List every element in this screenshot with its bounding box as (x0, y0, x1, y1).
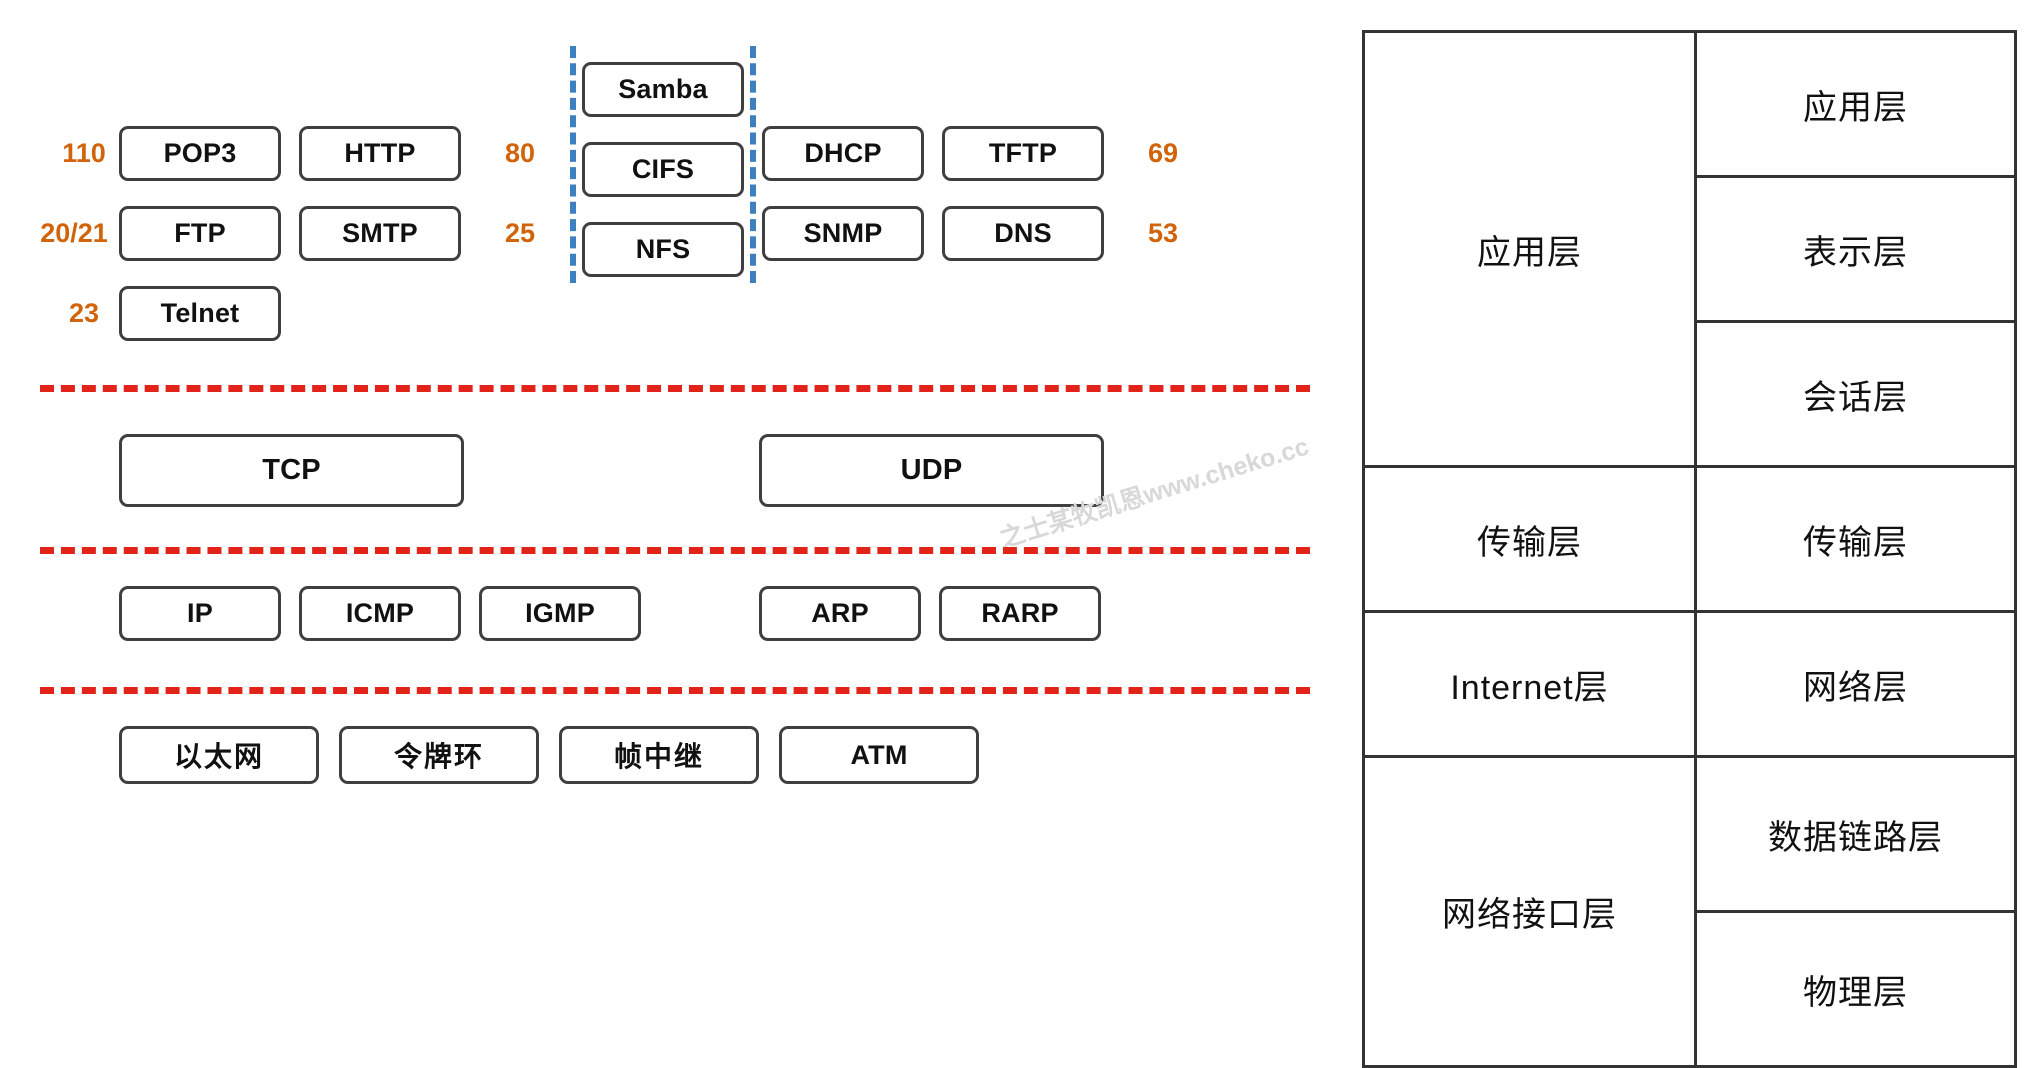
port-label-tftp: 69 (1147, 138, 1179, 168)
tcpip-osi-layer-table: 应用层 应用层 表示层 会话层 传输层 传输层 Internet层 网络层 网络… (1362, 30, 2017, 1068)
table-row: 网络接口层 数据链路层 (1362, 755, 2017, 1068)
protocol-box-dhcp[interactable]: DHCP (762, 126, 924, 181)
protocol-box-frame-relay[interactable]: 帧中继 (559, 726, 759, 784)
port-label-dns: 53 (1147, 218, 1179, 248)
protocol-box-pop3[interactable]: POP3 (119, 126, 281, 181)
protocol-box-icmp[interactable]: ICMP (299, 586, 461, 641)
protocol-box-tftp[interactable]: TFTP (942, 126, 1104, 181)
port-label-telnet: 23 (68, 298, 100, 328)
port-label-http: 80 (504, 138, 536, 168)
cell-osi-presentation: 表示层 (1694, 175, 2017, 323)
file-sharing-group-bracket-right (750, 46, 756, 283)
protocol-box-snmp[interactable]: SNMP (762, 206, 924, 261)
protocol-box-rarp[interactable]: RARP (939, 586, 1101, 641)
protocol-box-dns[interactable]: DNS (942, 206, 1104, 261)
cell-osi-session: 会话层 (1694, 320, 2017, 468)
cell-osi-physical: 物理层 (1694, 910, 2017, 1068)
protocol-box-arp[interactable]: ARP (759, 586, 921, 641)
cell-tcpip-internet: Internet层 (1362, 610, 1697, 758)
protocol-box-ethernet[interactable]: 以太网 (119, 726, 319, 784)
protocol-box-igmp[interactable]: IGMP (479, 586, 641, 641)
cell-osi-datalink: 数据链路层 (1694, 755, 2017, 913)
protocol-box-tcp[interactable]: TCP (119, 434, 464, 507)
table-row: 传输层 传输层 (1362, 465, 2017, 613)
table-row: 应用层 应用层 (1362, 30, 2017, 468)
port-label-ftp: 20/21 (40, 218, 108, 248)
table-row: Internet层 网络层 (1362, 610, 2017, 758)
protocol-box-telnet[interactable]: Telnet (119, 286, 281, 341)
port-label-pop3: 110 (62, 138, 106, 168)
protocol-box-smtp[interactable]: SMTP (299, 206, 461, 261)
table-row: 表示层 (1364, 175, 2017, 323)
cell-osi-application: 应用层 (1694, 30, 2017, 178)
protocol-box-ftp[interactable]: FTP (119, 206, 281, 261)
cell-tcpip-transport: 传输层 (1362, 465, 1697, 613)
protocol-box-ip[interactable]: IP (119, 586, 281, 641)
protocol-box-http[interactable]: HTTP (299, 126, 461, 181)
layer-separator-internet-network-interface (40, 687, 1310, 694)
protocol-box-token-ring[interactable]: 令牌环 (339, 726, 539, 784)
table-row: 物理层 (1364, 910, 2017, 1068)
protocol-box-nfs[interactable]: NFS (582, 222, 744, 277)
table-row: 会话层 (1364, 320, 2017, 468)
layer-separator-transport-internet (40, 547, 1310, 554)
protocol-box-cifs[interactable]: CIFS (582, 142, 744, 197)
protocol-box-atm[interactable]: ATM (779, 726, 979, 784)
file-sharing-group-bracket-left (570, 46, 576, 283)
port-label-smtp: 25 (504, 218, 536, 248)
cell-tcpip-network-interface: 网络接口层 (1362, 755, 1697, 1068)
cell-tcpip-application: 应用层 (1362, 30, 1697, 468)
layer-separator-application-transport (40, 385, 1310, 392)
protocol-box-samba[interactable]: Samba (582, 62, 744, 117)
protocol-box-udp[interactable]: UDP (759, 434, 1104, 507)
cell-osi-network: 网络层 (1694, 610, 2017, 758)
cell-osi-transport: 传输层 (1694, 465, 2017, 613)
